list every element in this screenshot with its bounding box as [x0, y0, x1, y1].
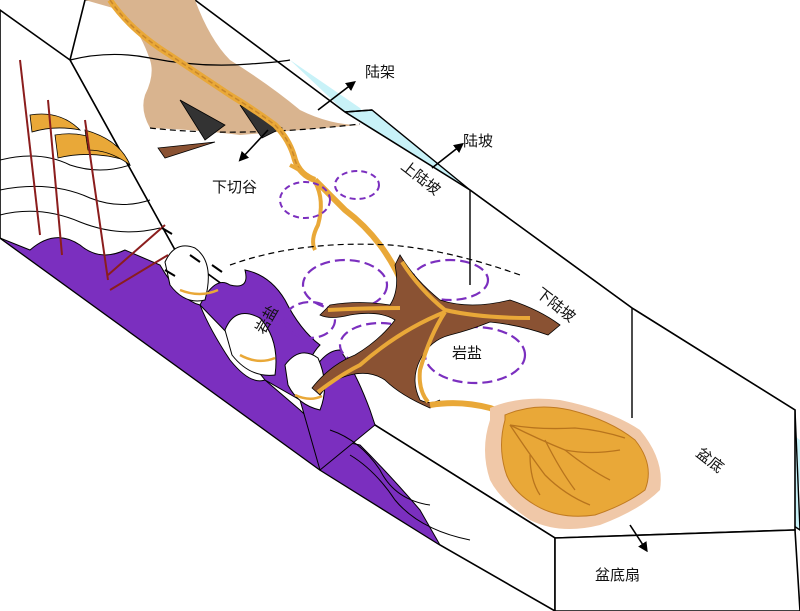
strata-line-1 — [0, 155, 131, 171]
fault-ticks — [161, 227, 223, 277]
coastline — [69, 53, 291, 66]
strata-line-3 — [0, 210, 161, 233]
slope-label: 陆坡 — [463, 132, 493, 150]
slope-channel — [312, 177, 408, 292]
shelf-arrow — [317, 80, 356, 111]
sand-lens-3 — [294, 393, 323, 400]
incised-valley-wedge-3 — [157, 141, 216, 159]
strata-line-4 — [329, 429, 431, 506]
front-face-box — [554, 529, 800, 611]
sand-channel-fill — [316, 260, 531, 404]
salt-center-label: 岩盐 — [452, 344, 482, 362]
fan-distributary-channels — [509, 424, 626, 506]
strata-line-5 — [349, 454, 471, 541]
upper-salt-lobes — [279, 170, 380, 219]
slope-arrow — [431, 142, 464, 169]
sand-lens-2 — [239, 353, 276, 363]
slope-channel-left-branch — [289, 163, 323, 251]
incised-valley-arrow — [238, 129, 269, 162]
feeder-channel-core — [109, 0, 316, 181]
basin-fan-label: 盆底扇 — [595, 566, 640, 584]
shelf-sediment — [85, 0, 360, 135]
sand-lens-1 — [179, 288, 219, 296]
incised-valley-label: 下切谷 — [212, 178, 257, 196]
shelf-break — [149, 123, 361, 133]
basin-fan-arrow — [629, 524, 648, 553]
slope-boundary — [229, 243, 521, 276]
salt-section-bottom — [0, 237, 441, 546]
shelf-front-edge — [344, 109, 373, 113]
incised-valley-wedge-1 — [179, 99, 226, 141]
faults — [19, 59, 169, 291]
growth-wedge-1 — [29, 113, 82, 133]
growth-wedge-3 — [84, 129, 131, 167]
strata-line-2 — [0, 185, 151, 205]
shelf-label: 陆架 — [365, 63, 395, 81]
